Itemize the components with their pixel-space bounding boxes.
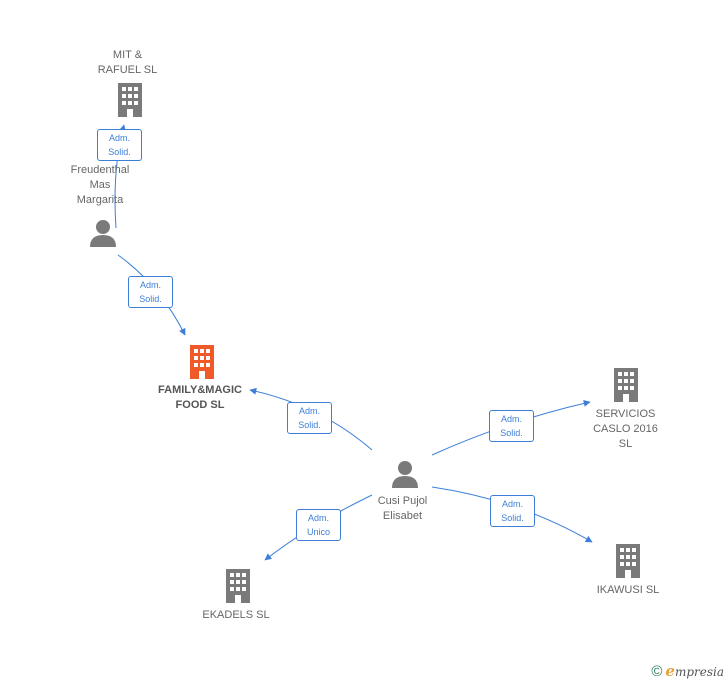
node-label-family-magic: FAMILY&MAGIC FOOD SL xyxy=(158,384,242,411)
building-icon-highlight[interactable] xyxy=(187,345,217,379)
edge-badge-cusi-servicios[interactable]: Adm. Solid. xyxy=(489,410,534,442)
node-label-freudenthal: Freudenthal Mas Margarita xyxy=(70,164,130,206)
edge-badge-freudenthal-family[interactable]: Adm. Solid. xyxy=(128,276,173,308)
building-icon[interactable] xyxy=(223,569,253,603)
node-label-cusi-pujol: Cusi Pujol Elisabet xyxy=(377,495,428,522)
person-icon[interactable] xyxy=(88,218,118,248)
brand-rest: mpresia xyxy=(674,665,724,679)
brand-logo[interactable]: empresia xyxy=(665,662,724,680)
brand-initial: e xyxy=(665,662,675,680)
node-label-ekadels: EKADELS SL xyxy=(202,609,270,621)
edge-badge-cusi-family[interactable]: Adm. Solid. xyxy=(287,402,332,434)
building-icon[interactable] xyxy=(613,544,643,578)
person-icon[interactable] xyxy=(390,459,420,489)
edge-badge-cusi-ekadels[interactable]: Adm. Unico xyxy=(296,509,341,541)
node-label-ikawusi: IKAWUSI SL xyxy=(596,584,660,596)
building-icon[interactable] xyxy=(611,368,641,402)
node-label-servicios-caslo: SERVICIOS CASLO 2016 SL xyxy=(593,408,658,450)
copyright-icon: © xyxy=(651,662,663,680)
footer-brand: © empresia xyxy=(651,662,724,680)
building-icon[interactable] xyxy=(115,83,145,117)
edge-badge-freudenthal-mit[interactable]: Adm. Solid. xyxy=(97,129,142,161)
node-label-mit-rafuel: MIT & RAFUEL SL xyxy=(97,49,158,76)
edge-badge-cusi-ikawusi[interactable]: Adm. Solid. xyxy=(490,495,535,527)
